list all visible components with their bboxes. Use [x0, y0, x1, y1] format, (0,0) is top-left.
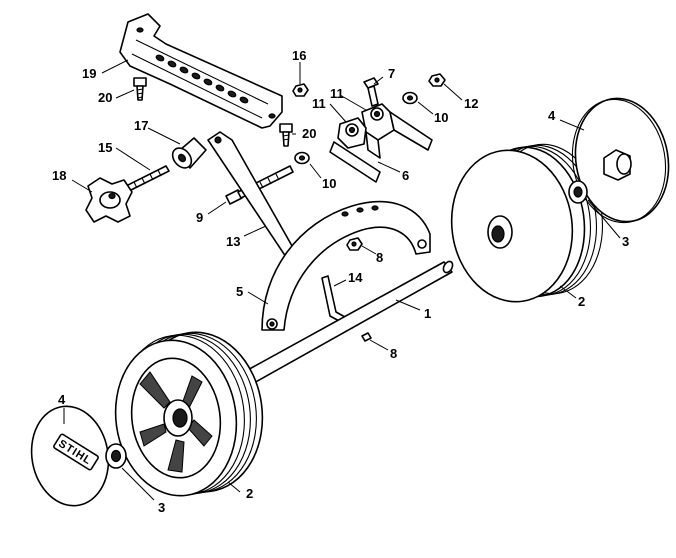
- bolt-7: [363, 77, 379, 107]
- cone-knob-17: [171, 137, 207, 169]
- frame-strut-13: [207, 131, 301, 267]
- pin-8-lower: [361, 332, 372, 342]
- callout-19: 19: [82, 66, 96, 81]
- callout-3-left: 3: [158, 500, 165, 515]
- callout-5: 5: [236, 284, 243, 299]
- callout-10-lower: 10: [322, 176, 336, 191]
- bracket-slots: [155, 54, 249, 104]
- callout-4-right: 4: [548, 108, 556, 123]
- callout-16: 16: [292, 48, 306, 63]
- callout-9: 9: [196, 210, 203, 225]
- screw-20-left: [133, 77, 147, 101]
- callout-20-right: 20: [302, 126, 316, 141]
- wheel-bracket-5: [261, 200, 431, 331]
- nut-8-upper: [346, 237, 363, 251]
- callout-11-lower: 11: [312, 96, 326, 111]
- wheel-spokes: [139, 371, 213, 473]
- nut-12: [428, 73, 446, 87]
- callout-18: 18: [52, 168, 66, 183]
- leader-lines: [63, 59, 621, 501]
- washer-10-upper: [402, 91, 418, 105]
- nut-16: [292, 83, 309, 97]
- star-knob-18: [85, 177, 133, 223]
- callout-8-lower: 8: [390, 346, 397, 361]
- washer-3-right: [568, 180, 588, 204]
- clamp-plate-11: [337, 103, 433, 151]
- hub-cap-4-left: STIHL: [30, 405, 110, 507]
- clamp-plate-6: [329, 131, 381, 183]
- callout-17: 17: [134, 118, 148, 133]
- callout-8-upper: 8: [376, 250, 383, 265]
- mounting-bracket-19: [119, 13, 283, 129]
- callout-14: 14: [348, 270, 363, 285]
- threaded-rod-15: [125, 165, 170, 192]
- callout-15: 15: [98, 140, 112, 155]
- callout-2-right: 2: [578, 294, 585, 309]
- screw-20-right: [279, 123, 293, 147]
- callout-2-left: 2: [246, 486, 253, 501]
- callout-6: 6: [402, 168, 409, 183]
- washer-3-left: [105, 443, 127, 469]
- callout-13: 13: [226, 234, 240, 249]
- callout-11-upper: 11: [330, 86, 344, 101]
- wheel-2-right: [450, 143, 604, 303]
- washer-10-lower: [294, 151, 310, 165]
- callout-12: 12: [464, 96, 478, 111]
- callout-20-left: 20: [98, 90, 112, 105]
- hub-cap-4-right: [571, 97, 670, 224]
- callout-labels: 19 20 16 7 11 11 12 10 20 17 15 18 10 6 …: [52, 48, 629, 515]
- callout-3-right: 3: [622, 234, 629, 249]
- callout-7: 7: [388, 66, 395, 81]
- callout-4-left: 4: [58, 392, 66, 407]
- callout-10-upper: 10: [434, 110, 448, 125]
- wheel-2-left: [114, 331, 264, 497]
- callout-1: 1: [424, 306, 431, 321]
